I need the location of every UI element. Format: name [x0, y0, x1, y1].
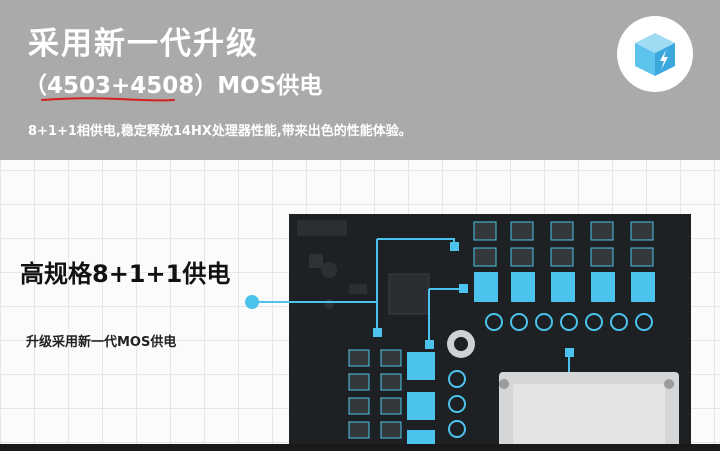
page-title: 采用新一代升级: [28, 26, 259, 62]
feature-title: 高规格8+1+1供电: [20, 260, 231, 288]
feature-description: 升级采用新一代MOS供电: [26, 335, 177, 350]
motherboard-image: [289, 214, 691, 451]
header-banner: 采用新一代升级 （4503+4508）MOS供电 8+1+1相供电,稳定释放14…: [0, 0, 720, 160]
box-lightning-icon: [635, 33, 675, 76]
handwritten-underline: [41, 97, 175, 102]
feature-badge: [617, 16, 693, 92]
page-subtitle: （4503+4508）MOS供电: [24, 73, 323, 99]
bottom-edge: [0, 444, 720, 451]
header-description: 8+1+1相供电,稳定释放14HX处理器性能,带来出色的性能体验。: [28, 124, 412, 139]
